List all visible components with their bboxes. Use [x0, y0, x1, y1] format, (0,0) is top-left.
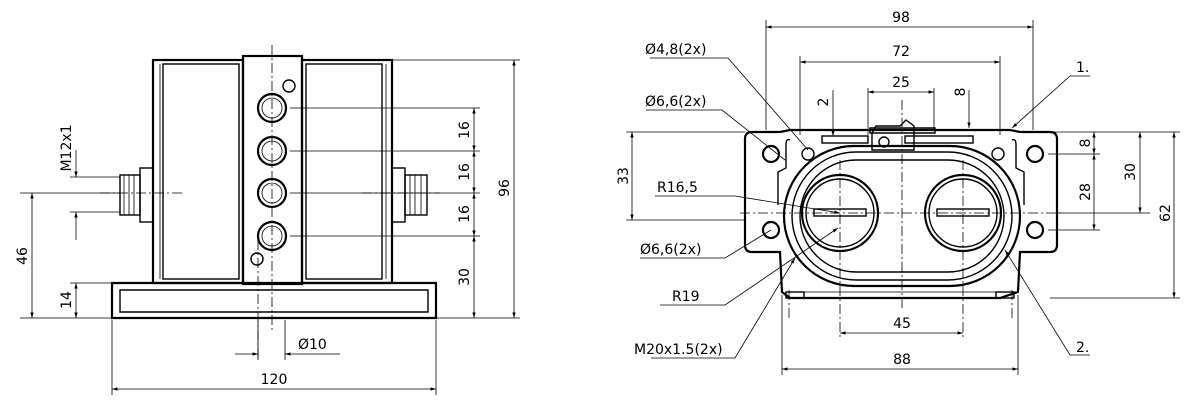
dim-62: 62 — [1158, 204, 1174, 222]
callout-phi48: Ø4,8(2x) — [645, 42, 706, 58]
dim-16-c: 16 — [457, 205, 473, 223]
right-connector — [391, 167, 428, 223]
dim-72: 72 — [892, 44, 910, 60]
side-view: 98 72 25 2 8 33 8 28 30 62 45 88 Ø4,8(2x… — [616, 10, 1180, 375]
dim-28: 28 — [1078, 183, 1094, 201]
small-hole-r — [991, 147, 1005, 161]
callout-r165: R16,5 — [657, 180, 698, 196]
center-plate — [241, 54, 304, 286]
callout-r19: R19 — [672, 289, 700, 305]
mount-hole-bl — [761, 220, 781, 240]
dim-m12x1: M12x1 — [59, 124, 75, 171]
callout-phi66-bottom: Ø6,6(2x) — [640, 242, 701, 258]
screw-bottom — [250, 252, 264, 266]
dim-8-top: 8 — [953, 88, 969, 97]
screw-top — [282, 79, 296, 93]
right-housing — [300, 58, 394, 285]
dim-8-right: 8 — [1078, 139, 1094, 148]
dim-2: 2 — [816, 98, 832, 107]
callout-m20: M20x1.5(2x) — [634, 342, 723, 358]
small-hole-l — [801, 147, 815, 161]
dim-45: 45 — [893, 316, 911, 332]
top-slot-left — [821, 135, 869, 144]
left-housing — [151, 58, 245, 285]
left-connector — [119, 167, 154, 223]
mount-hole-br — [1025, 220, 1045, 240]
front-view: 96 16 16 16 30 46 14 M12x1 120 Ø10 — [15, 45, 520, 395]
mount-hole-tl — [761, 144, 781, 164]
side-body-outline — [743, 128, 1059, 300]
dim-33: 33 — [616, 167, 632, 185]
callout-item-2: 2. — [1076, 340, 1089, 356]
base-plate — [110, 281, 438, 320]
dim-16-a: 16 — [457, 121, 473, 139]
dim-25: 25 — [892, 75, 910, 91]
lock-nub — [871, 119, 915, 151]
dim-phi10: Ø10 — [298, 337, 327, 353]
dim-120: 120 — [261, 372, 288, 388]
mount-hole-tr — [1025, 144, 1045, 164]
dim-30: 30 — [457, 268, 473, 286]
callout-phi66-top: Ø6,6(2x) — [645, 94, 706, 110]
dim-46: 46 — [15, 247, 31, 265]
dim-30-right: 30 — [1123, 163, 1139, 181]
top-slot-right — [904, 135, 974, 144]
dim-98: 98 — [892, 10, 910, 26]
dim-96: 96 — [497, 179, 513, 197]
dim-14: 14 — [59, 291, 75, 309]
callout-item-1: 1. — [1076, 60, 1089, 76]
dim-88: 88 — [893, 352, 911, 368]
dim-16-b: 16 — [457, 163, 473, 181]
